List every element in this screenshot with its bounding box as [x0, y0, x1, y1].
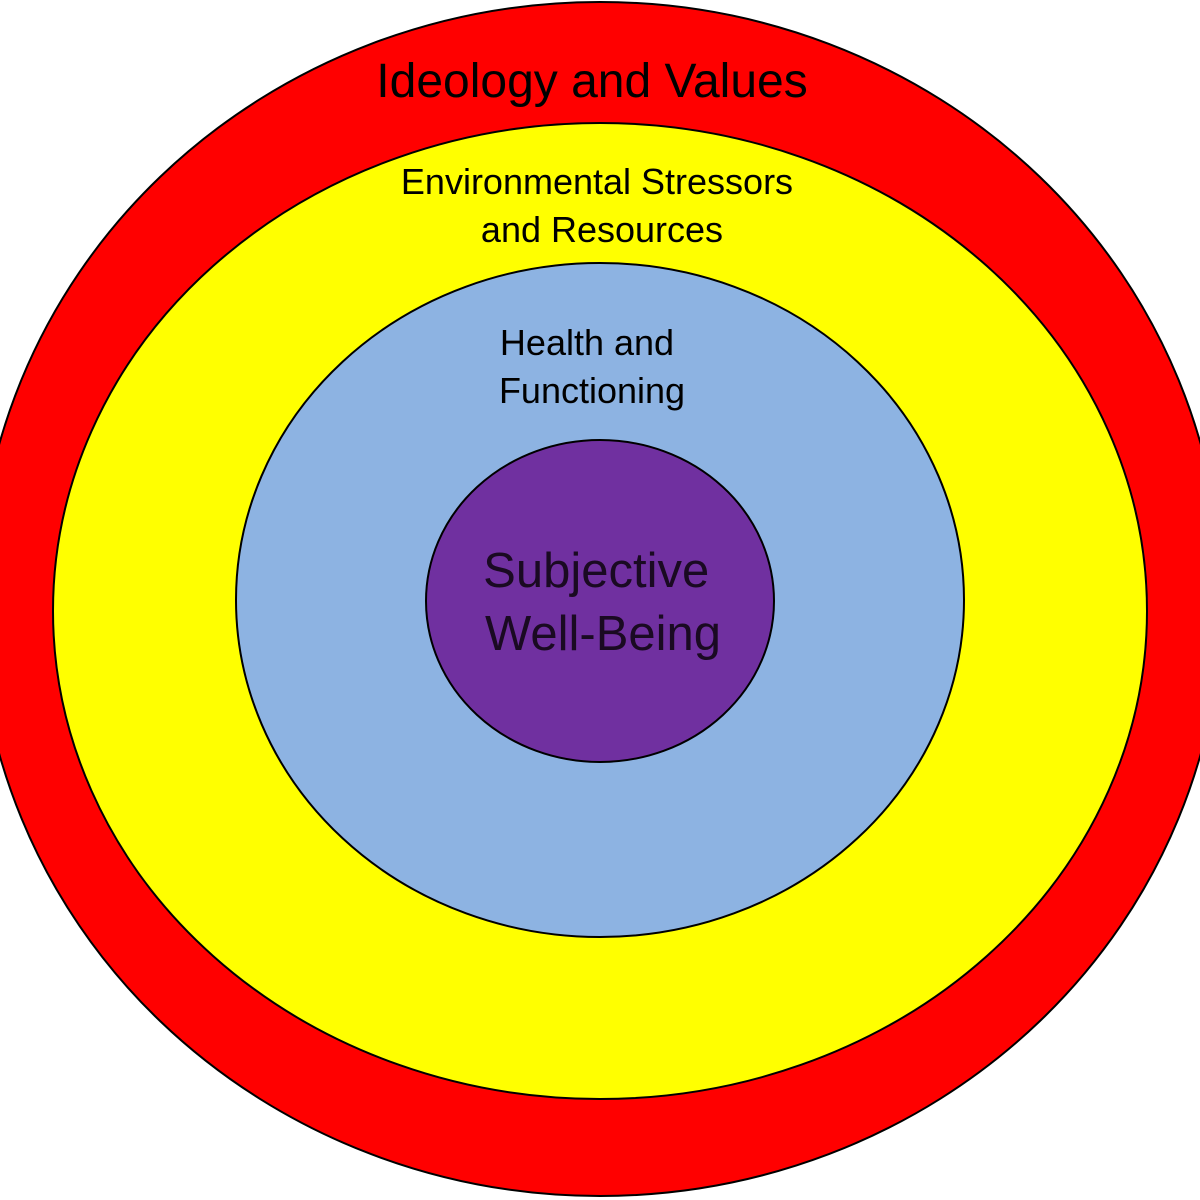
- label-subjective-well-being: Subjective Well-Being: [483, 544, 723, 661]
- label-line: Well-Being: [485, 607, 721, 661]
- label-line: Subjective: [483, 544, 709, 598]
- label-line: and Resources: [481, 209, 723, 250]
- label-ideology-and-values: Ideology and Values: [376, 55, 807, 108]
- label-health-and-functioning: Health and Functioning: [499, 322, 685, 411]
- label-line: Functioning: [499, 370, 685, 411]
- label-line: Health and: [500, 322, 674, 363]
- label-line: Ideology and Values: [376, 55, 807, 108]
- ring-subjective-well-being: [425, 439, 775, 763]
- label-line: Environmental Stressors: [401, 161, 793, 202]
- label-environmental-stressors: Environmental Stressors and Resources: [401, 161, 803, 250]
